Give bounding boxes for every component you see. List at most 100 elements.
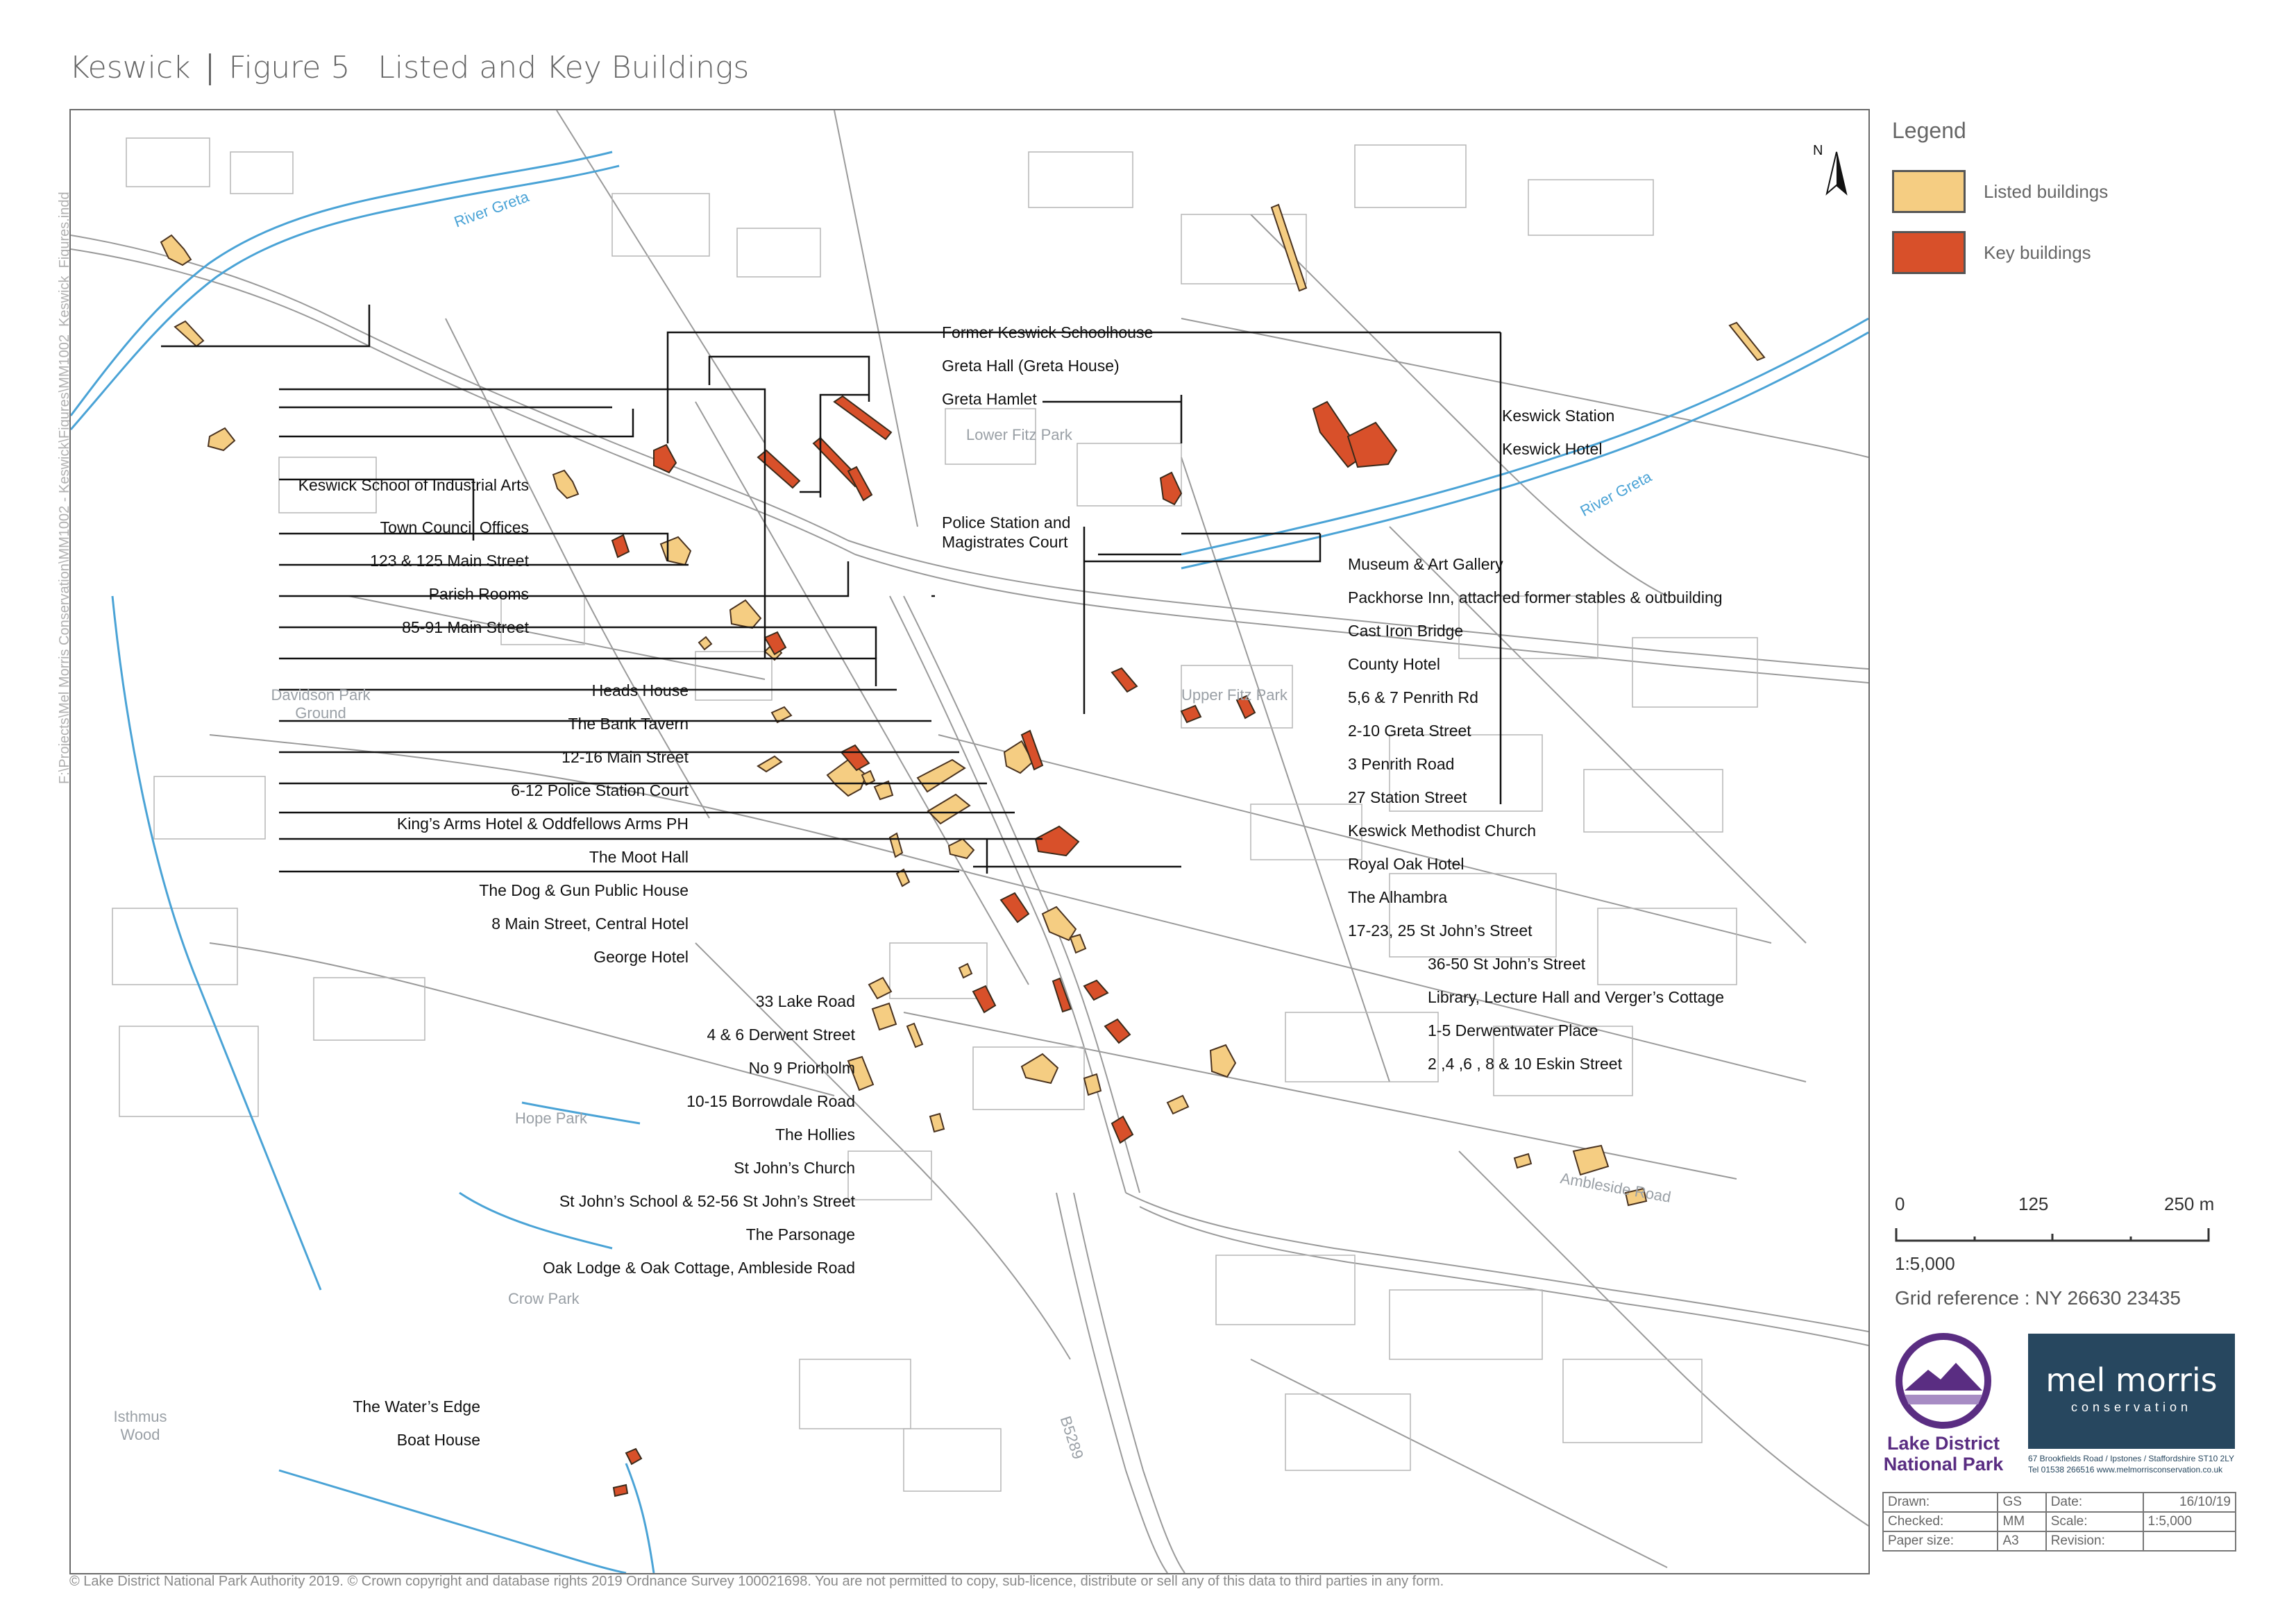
north-arrow: [1825, 151, 1848, 196]
title-figure: Figure 5: [228, 50, 351, 85]
label-3-penrith-road: 3 Penrith Road: [1348, 755, 1455, 773]
scale-bar: 0 125 250 m 1:5,000: [1895, 1193, 2228, 1277]
title-separator: [208, 53, 211, 85]
label-former-schoolhouse: Former Keswick Schoolhouse: [942, 323, 1154, 341]
label-dog-gun: The Dog & Gun Public House: [479, 881, 689, 899]
lake-district-name-2: National Park: [1883, 1454, 2004, 1475]
label-derwentwater-place: 1-5 Derwentwater Place: [1428, 1021, 1598, 1039]
checked-value: MM: [1997, 1511, 2047, 1532]
paper-value: A3: [1997, 1531, 2047, 1552]
label-greta-hamlet: Greta Hamlet: [942, 390, 1037, 408]
mel-morris-contact-line: Tel 01538 266516 www.melmorrisconservati…: [2028, 1465, 2223, 1475]
label-85-91-main: 85-91 Main Street: [402, 618, 529, 636]
info-row: Checked: MM Scale: 1:5,000: [1882, 1511, 2237, 1532]
page-title: Keswick Figure 5 Listed and Key Buildings: [69, 50, 749, 85]
area-label-davidson-park: Davidson Park Ground: [271, 686, 371, 722]
label-priorholm: No 9 Priorholm: [748, 1059, 855, 1077]
legend-title: Legend: [1892, 118, 1966, 143]
scale-tick-125: 125: [2018, 1193, 2049, 1214]
label-greta-hall: Greta Hall (Greta House): [942, 357, 1120, 375]
date-value: 16/10/19: [2142, 1492, 2237, 1513]
area-label-upper-fitz-park: Upper Fitz Park: [1181, 686, 1288, 704]
building-blocks: [112, 137, 1758, 1492]
label-police-station-1: Police Station and: [942, 513, 1071, 532]
label-oak-lodge: Oak Lodge & Oak Cottage, Ambleside Road: [542, 1259, 855, 1277]
label-central-hotel: 8 Main Street, Central Hotel: [491, 915, 689, 933]
label-police-station-2: Magistrates Court: [942, 533, 1068, 551]
label-17-23-st-johns: 17-23, 25 St John’s Street: [1348, 921, 1533, 940]
area-label-isthmus-wood: Isthmus Wood: [113, 1408, 167, 1443]
label-royal-oak: Royal Oak Hotel: [1348, 855, 1464, 873]
lake-district-emblem: [1896, 1333, 1991, 1429]
checked-label: Checked:: [1882, 1511, 1999, 1532]
label-borrowdale-road: 10-15 Borrowdale Road: [686, 1092, 855, 1110]
copyright-notice: © Lake District National Park Authority …: [69, 1574, 1444, 1589]
label-27-station-street: 27 Station Street: [1348, 788, 1467, 806]
legend-item-key: Key buildings: [1892, 231, 2253, 274]
label-eskin-street: 2 ,4 ,6 , 8 & 10 Eskin Street: [1428, 1055, 1622, 1073]
label-12-16-main: 12-16 Main Street: [562, 748, 689, 766]
label-methodist-church: Keswick Methodist Church: [1348, 822, 1536, 840]
mel-morris-logo: mel morris conservation: [2028, 1334, 2235, 1449]
area-label-hope-park: Hope Park: [515, 1110, 587, 1127]
area-label-lower-fitz-park: Lower Fitz Park: [966, 426, 1072, 443]
lake-district-name-1: Lake District: [1886, 1433, 2000, 1454]
map-frame[interactable]: Lower Fitz Park Upper Fitz Park Davidson…: [69, 109, 1870, 1574]
label-cast-iron-bridge: Cast Iron Bridge: [1348, 622, 1464, 640]
label-st-johns-church: St John’s Church: [734, 1159, 855, 1177]
label-town-council: Town Council Offices: [380, 518, 529, 536]
label-the-hollies: The Hollies: [775, 1125, 855, 1144]
legend: Legend Listed buildings Key buildings: [1892, 118, 2253, 292]
north-label: N: [1813, 143, 1823, 158]
legend-swatch-key: [1892, 231, 1966, 274]
label-derwent-street: 4 & 6 Derwent Street: [707, 1026, 856, 1044]
mel-morris-address: 67 Brookfields Road / Ipstones / Staffor…: [2028, 1453, 2250, 1475]
label-county-hotel: County Hotel: [1348, 655, 1440, 673]
drawn-label: Drawn:: [1882, 1492, 1999, 1513]
date-label: Date:: [2045, 1492, 2144, 1513]
scale-ratio: 1:5,000: [1895, 1253, 1955, 1274]
label-bank-tavern: The Bank Tavern: [568, 715, 689, 733]
legend-item-listed: Listed buildings: [1892, 170, 2253, 213]
label-keswick-hotel: Keswick Hotel: [1502, 440, 1603, 458]
revision-label: Revision:: [2045, 1531, 2144, 1552]
label-keswick-school: Keswick School of Industrial Arts: [298, 476, 529, 494]
label-moot-hall: The Moot Hall: [589, 848, 689, 866]
label-alhambra: The Alhambra: [1348, 888, 1448, 906]
mel-morris-sub: conservation: [2070, 1400, 2193, 1414]
scale-value: 1:5,000: [2142, 1511, 2237, 1532]
label-33-lake-road: 33 Lake Road: [755, 992, 855, 1010]
label-heads-house: Heads House: [591, 681, 689, 699]
mel-morris-name: mel morris: [2045, 1361, 2218, 1399]
scale-tick-250: 250 m: [2164, 1193, 2215, 1214]
paper-label: Paper size:: [1882, 1531, 1999, 1552]
label-waters-edge: The Water’s Edge: [353, 1397, 480, 1416]
label-packhorse-inn: Packhorse Inn, attached former stables &…: [1348, 588, 1723, 606]
leader-lines: [161, 305, 1502, 874]
grid-reference: Grid reference : NY 26630 23435: [1895, 1287, 2181, 1309]
info-row: Drawn: GS Date: 16/10/19: [1882, 1492, 2237, 1513]
label-parish-rooms: Parish Rooms: [428, 585, 529, 603]
scale-tick-0: 0: [1895, 1193, 1905, 1214]
label-museum: Museum & Art Gallery: [1348, 555, 1503, 573]
label-123-125-main: 123 & 125 Main Street: [370, 552, 529, 570]
title-place: Keswick: [69, 50, 191, 85]
legend-swatch-listed: [1892, 170, 1966, 213]
drawing-info-table: Drawn: GS Date: 16/10/19 Checked: MM Sca…: [1882, 1492, 2237, 1552]
label-library: Library, Lecture Hall and Verger’s Cotta…: [1428, 988, 1725, 1006]
drawn-value: GS: [1997, 1492, 2047, 1513]
lake-district-logo: Lake District National Park: [1881, 1332, 2006, 1475]
key-buildings: [611, 395, 1398, 1497]
street-network: [71, 110, 1868, 1573]
label-the-parsonage: The Parsonage: [745, 1225, 855, 1243]
legend-label-listed: Listed buildings: [1984, 180, 2109, 202]
title-text: Listed and Key Buildings: [378, 50, 750, 85]
label-greta-street: 2-10 Greta Street: [1348, 722, 1471, 740]
mel-morris-address-line: 67 Brookfields Road / Ipstones / Staffor…: [2028, 1454, 2235, 1463]
rivers: [71, 151, 1868, 1573]
info-row: Paper size: A3 Revision:: [1882, 1531, 2237, 1552]
revision-value: [2142, 1531, 2237, 1552]
legend-label-key: Key buildings: [1984, 241, 2091, 263]
label-keswick-station: Keswick Station: [1502, 407, 1615, 425]
map-canvas: [71, 110, 1868, 1573]
